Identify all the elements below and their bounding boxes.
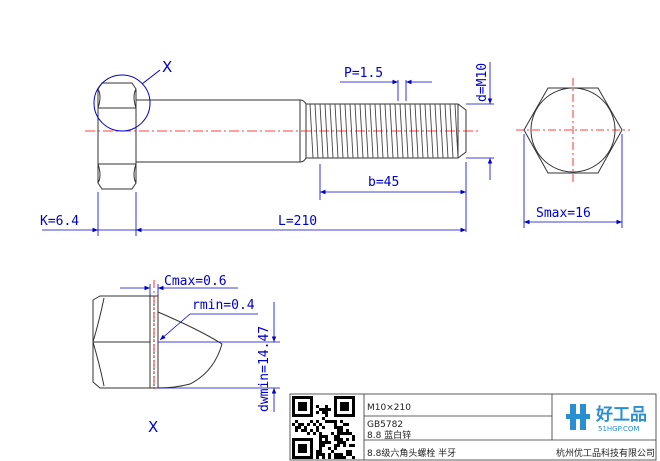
bolt-end-view (516, 78, 630, 184)
dim-radius: rmin=0.4 (192, 298, 255, 313)
qr-code (292, 396, 355, 459)
detail-circle (93, 74, 151, 132)
logo: 好工品 51HGP.COM (566, 404, 647, 433)
dim-across-flats: Smax=16 (536, 206, 591, 221)
dim-thread-length: b=45 (368, 175, 399, 190)
bolt-side-view (97, 82, 467, 190)
dim-diameter: d=M10 (475, 63, 490, 102)
dim-washer-face: dwmin=14.47 (257, 326, 272, 412)
dim-chamfer: Cmax=0.6 (164, 274, 227, 289)
logo-name: 好工品 (595, 404, 647, 425)
detail-marker: X (162, 58, 172, 76)
title-grade-finish: 8.8 蓝白锌 (367, 429, 411, 441)
dim-pitch: P=1.5 (344, 66, 383, 81)
title-size: M10×210 (367, 403, 411, 413)
bolt-head (97, 82, 137, 190)
title-company: 杭州优工品科技有限公司 (556, 447, 655, 459)
dim-head-height: K=6.4 (40, 214, 79, 229)
detail-label: X (148, 418, 158, 436)
logo-url: 51HGP.COM (598, 425, 639, 433)
title-standard: GB5782 (367, 420, 403, 430)
title-description: 8.8级六角头螺栓 半牙 (367, 447, 456, 459)
dim-length: L=210 (278, 214, 317, 229)
